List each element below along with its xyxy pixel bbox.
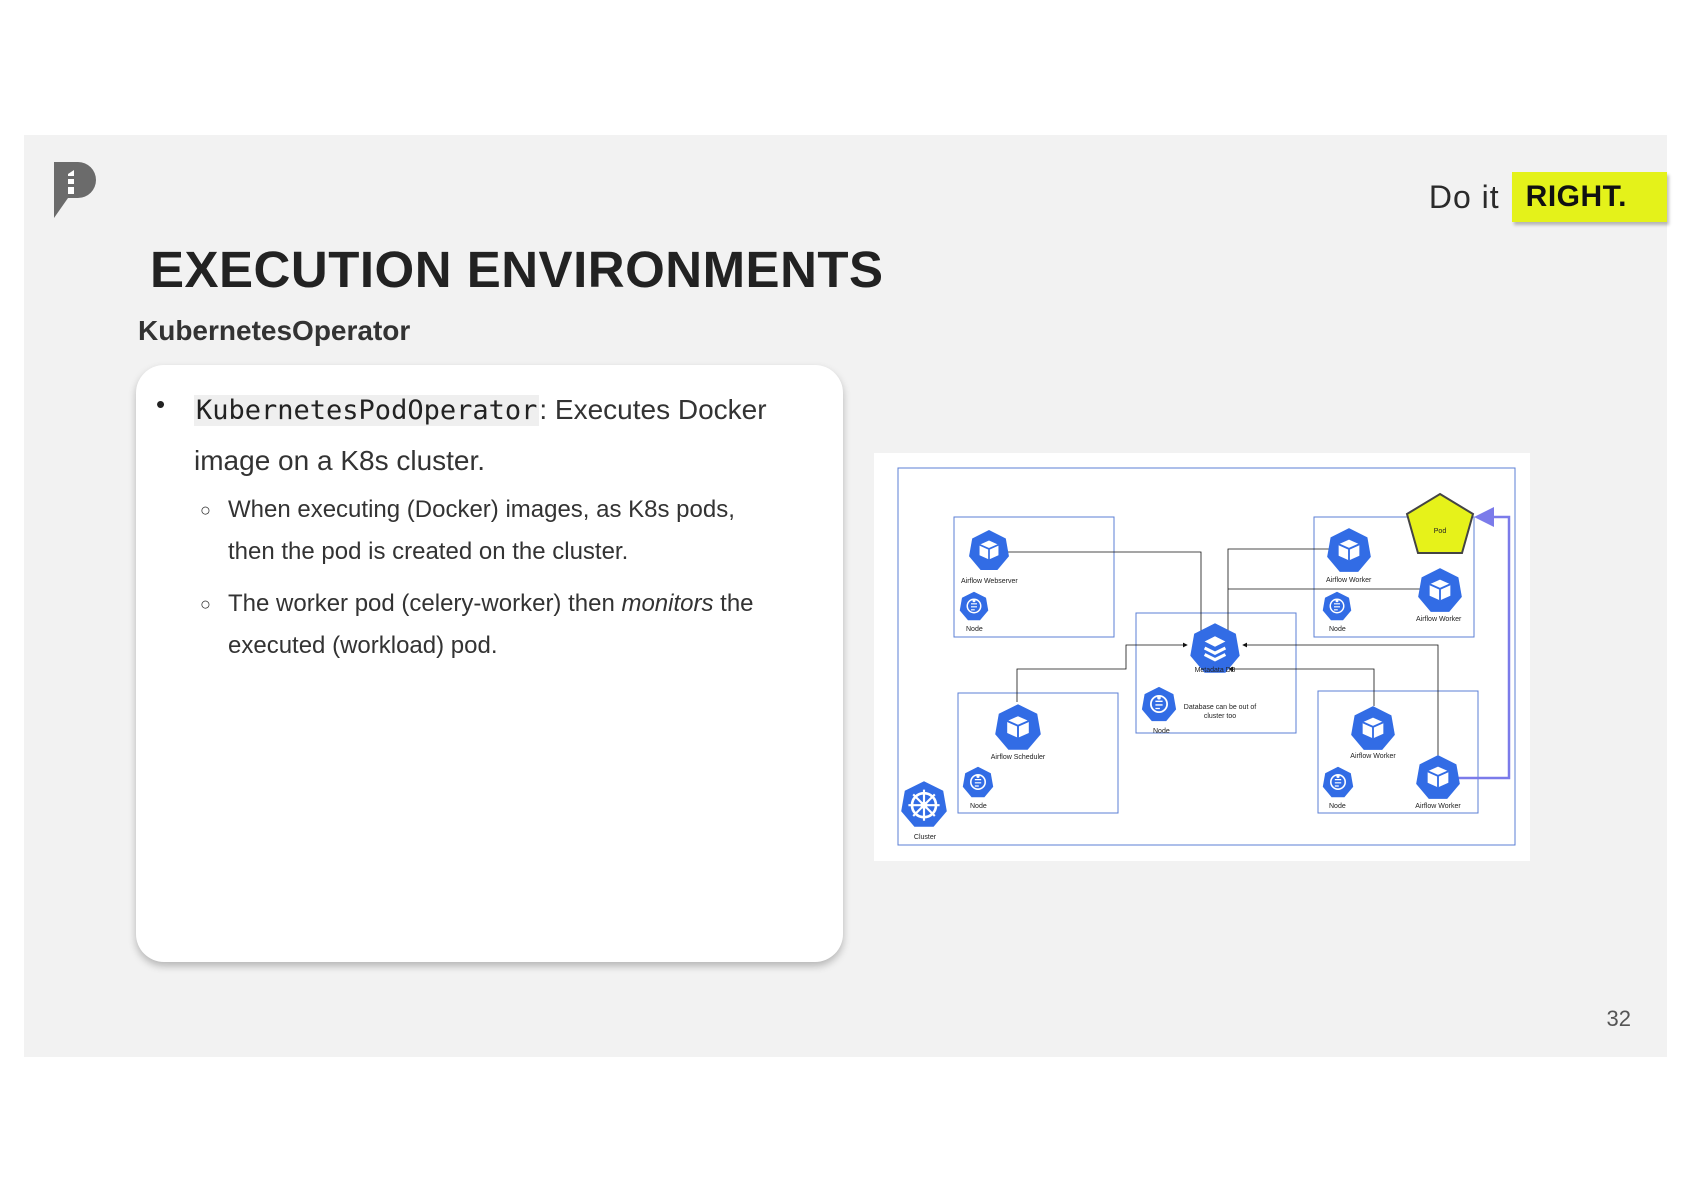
metadata-db-label: Metadata DB [1195,667,1236,674]
scheduler-node-box [957,692,1119,814]
slide: Do it RIGHT. EXECUTION ENVIRONMENTS Kube… [24,135,1667,1057]
node-icon [1322,766,1354,798]
node-icon [1322,591,1352,621]
db-note-line-1: Database can be out of [1184,704,1256,711]
worker-icon [1350,705,1396,751]
sub-bullet-2-line-2: executed (workload) pod. [228,632,498,659]
logo-icon [54,162,96,218]
tagline-highlight: RIGHT. [1525,180,1627,213]
tagline-prefix: Do it [1428,178,1500,215]
node-icon [959,591,989,621]
node-label: Node [1329,803,1346,810]
pod-label: Pod [1434,528,1447,535]
db-node-box [1135,612,1297,734]
sub-bullet-1-line-1: When executing (Docker) images, as K8s p… [228,496,735,523]
node-label: Node [966,626,983,633]
worker-icon [1326,527,1372,573]
sub-bullet-2-emphasis: monitors [621,590,714,617]
node-label: Node [970,803,987,810]
architecture-diagram: Pod Airflow Webserver Node Airflow Worke… [874,453,1530,861]
page-title: EXECUTION ENVIRONMENTS [150,241,884,298]
worker-label: Airflow Worker [1326,577,1372,584]
webserver-node-box [953,516,1115,638]
scheduler-icon [994,703,1042,751]
worker-label: Airflow Worker [1415,803,1461,810]
tagline-highlight-box: RIGHT. [1511,172,1667,222]
tagline: Do it RIGHT. [1429,172,1667,222]
node-icon [1141,686,1177,722]
sub-bullet-2: The worker pod (celery-worker) then moni… [228,583,828,667]
worker-node-box-bottom [1317,690,1479,814]
page-subtitle: KubernetesOperator [138,315,411,346]
bullet-text-1: : Executes Docker [539,394,767,425]
cluster-label: Cluster [914,834,937,841]
sub-bullet-2-post: the [713,590,754,617]
sub-bullet-2-pre: The worker pod (celery-worker) then [228,590,622,617]
bullet-marker: • [156,389,166,419]
diagram-svg: Pod Airflow Webserver Node Airflow Worke… [897,467,1516,846]
sub-bullet-marker: ○ [200,500,211,520]
monitor-arrow [1452,507,1511,780]
db-note-line-2: cluster too [1204,713,1236,720]
webserver-icon [968,529,1010,571]
scheduler-label: Airflow Scheduler [991,754,1046,761]
main-bullet: KubernetesPodOperator: Executes Docker i… [194,385,834,486]
cluster-icon [900,780,948,828]
content-card: • KubernetesPodOperator: Executes Docker… [136,365,843,962]
webserver-label: Airflow Webserver [961,578,1018,585]
worker-icon [1417,567,1463,613]
sub-bullet-marker: ○ [200,594,211,614]
worker-label: Airflow Worker [1416,616,1462,623]
page-number: 32 [1606,1006,1631,1031]
node-label: Node [1329,626,1346,633]
worker-node-box-top [1313,516,1475,638]
worker-label: Airflow Worker [1350,753,1396,760]
sub-bullet-1: When executing (Docker) images, as K8s p… [228,489,828,573]
cluster-boundary [897,467,1516,846]
node-icon [962,766,994,798]
worker-icon [1415,754,1461,800]
sub-bullet-1-line-2: then the pod is created on the cluster. [228,538,629,565]
pod-shape [1405,492,1475,554]
metadata-db-icon [1189,622,1241,674]
node-label: Node [1153,728,1170,735]
bullet-text-2: image on a K8s cluster. [194,445,486,476]
code-span: KubernetesPodOperator [194,395,540,426]
